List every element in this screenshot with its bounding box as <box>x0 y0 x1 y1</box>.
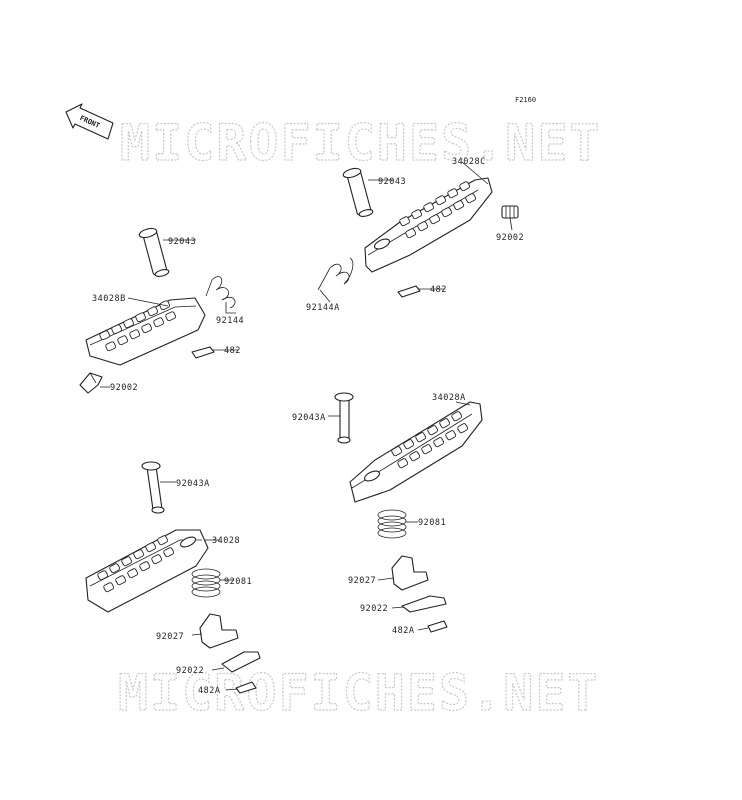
pin-92043-rear-left <box>138 227 170 277</box>
clip-482-rear-left <box>191 346 215 359</box>
label-92022-front-left: 92022 <box>176 666 204 676</box>
label-92027-front-right: 92027 <box>348 576 376 586</box>
peg-grip-34028b <box>99 300 177 352</box>
label-92144: 92144 <box>216 316 244 326</box>
label-482-rear-left: 482 <box>224 346 241 356</box>
spring-92081-front-right <box>377 509 407 539</box>
peg-body-34028 <box>85 529 209 613</box>
label-34028: 34028 <box>212 536 240 546</box>
bolt-92002-rear-left <box>79 372 103 394</box>
pin-92043a-front-left <box>141 461 165 514</box>
spring-92144 <box>205 276 236 309</box>
watermark-bottom: MICROFICHES.NET <box>118 664 600 722</box>
pin-92043-rear-right <box>342 167 374 217</box>
footpeg-front-right <box>334 392 483 633</box>
label-92081-front-right: 92081 <box>418 518 446 528</box>
label-482a-front-right: 482A <box>392 626 414 636</box>
peg-grip-34028a <box>391 411 469 469</box>
label-482a-front-left: 482A <box>198 686 220 696</box>
label-92002-rear-right: 92002 <box>496 233 524 243</box>
pin-92043a-front-right <box>334 392 354 444</box>
footpeg-rear-right <box>317 167 519 298</box>
label-34028b: 34028B <box>92 294 126 304</box>
clip-482-rear-right <box>397 285 421 298</box>
plate-92022-front-right <box>401 595 447 613</box>
footpeg-rear-left <box>79 227 236 394</box>
peg-grip-34028c <box>399 181 477 239</box>
label-92043-rear-right: 92043 <box>378 177 406 187</box>
clip-482a-front-right <box>427 620 448 633</box>
peg-body-34028c <box>364 177 493 273</box>
bracket-92027-front-right <box>391 555 429 591</box>
label-34028c: 34028C <box>452 157 486 167</box>
label-34028a: 34028A <box>432 393 466 403</box>
front-arrow-icon: FRONT <box>65 103 114 140</box>
label-92027-front-left: 92027 <box>156 632 184 642</box>
label-92081-front-left: 92081 <box>224 577 252 587</box>
watermark-top: MICROFICHES.NET <box>120 114 602 172</box>
label-482-rear-right: 482 <box>430 285 447 295</box>
label-92002-rear-left: 92002 <box>110 383 138 393</box>
spring-92081-front-left <box>191 568 221 598</box>
plate-92022-front-left <box>221 651 261 673</box>
label-92043-rear-left: 92043 <box>168 237 196 247</box>
leader-lines <box>100 161 513 691</box>
figure-code: F2160 <box>515 96 536 104</box>
footpeg-front-left <box>85 461 261 694</box>
label-92043a-front-right: 92043A <box>292 413 326 423</box>
bracket-92027-front-left <box>199 613 239 649</box>
bolt-92002-rear-right <box>501 205 519 219</box>
label-92144a: 92144A <box>306 303 340 313</box>
callout-labels: 92043 34028B 92144 482 92002 92043 34028… <box>92 157 524 696</box>
label-92043a-front-left: 92043A <box>176 479 210 489</box>
peg-grip-34028 <box>97 535 175 593</box>
label-92022-front-right: 92022 <box>360 604 388 614</box>
clip-482a-front-left <box>235 681 257 694</box>
spring-92144a <box>317 257 354 291</box>
